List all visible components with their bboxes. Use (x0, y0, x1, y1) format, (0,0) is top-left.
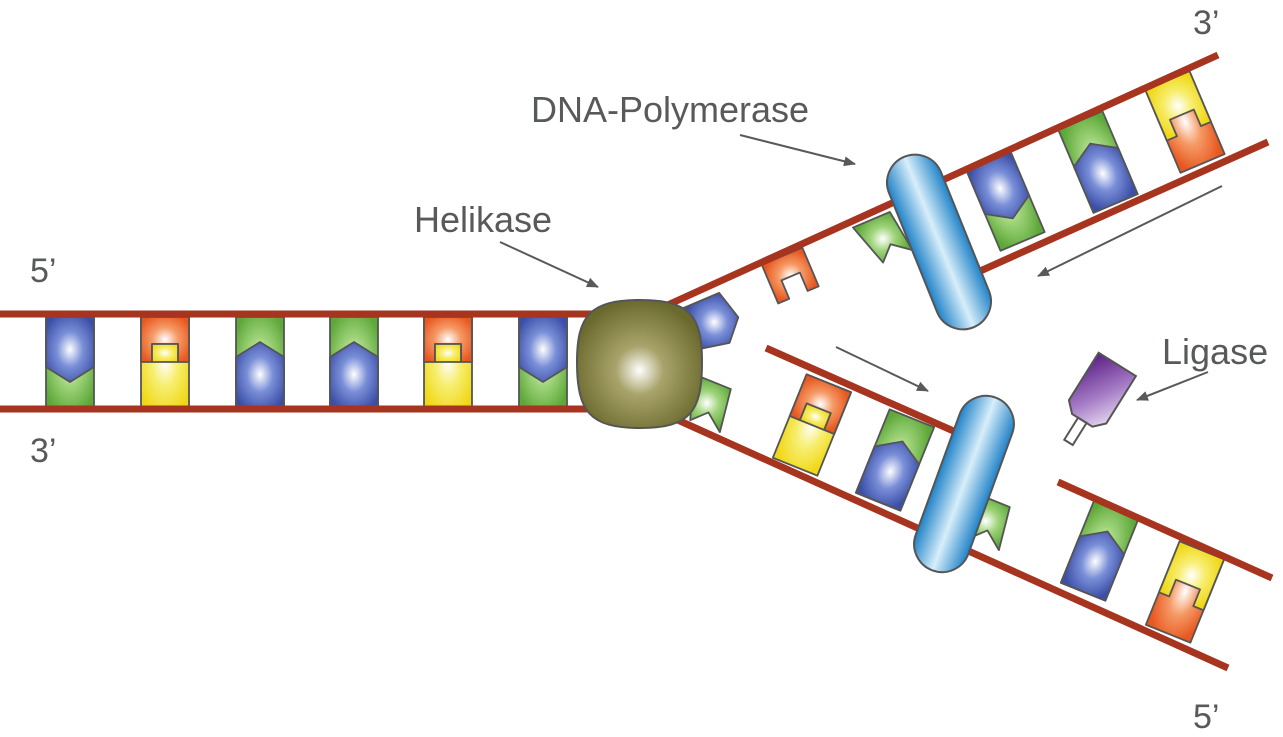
base-pair (771, 373, 853, 477)
okazaki-fragment-2 (1056, 478, 1274, 582)
base-pair (423, 316, 473, 408)
base-pair (329, 316, 379, 408)
lower-right-end-label: 5’ (1193, 698, 1219, 736)
base-pair (518, 316, 568, 408)
base-pair (1144, 540, 1226, 644)
okazaki-fragment-1 (764, 344, 960, 437)
ligase-pointer-arrow (1136, 371, 1209, 401)
base-pair (140, 316, 190, 408)
lagging-direction-arrow (835, 346, 929, 392)
left-top-end-label: 5’ (30, 252, 56, 290)
polymerase-pointer-arrow (739, 134, 856, 167)
base-pair (1057, 110, 1139, 214)
polymerase-capsule-icon (913, 394, 1015, 574)
helicase-pointer-arrow (499, 241, 599, 288)
upper-new-strand (976, 138, 1270, 276)
polymerase-label: DNA-Polymerase (531, 89, 809, 130)
leading-direction-arrow (1037, 185, 1223, 277)
ligase-tube-icon (1062, 351, 1138, 447)
helicase-label: Helikase (414, 199, 552, 240)
helicase-blob-icon (575, 298, 704, 430)
upper-right-end-label: 3’ (1193, 4, 1219, 42)
base-pair (235, 316, 285, 408)
ligase-label: Ligase (1162, 331, 1268, 372)
base-pair (45, 316, 95, 408)
left-bottom-end-label: 3’ (30, 432, 56, 470)
parental-double-helix (0, 310, 600, 413)
polymerase-capsule-icon (886, 153, 992, 331)
base-pair (854, 408, 936, 512)
